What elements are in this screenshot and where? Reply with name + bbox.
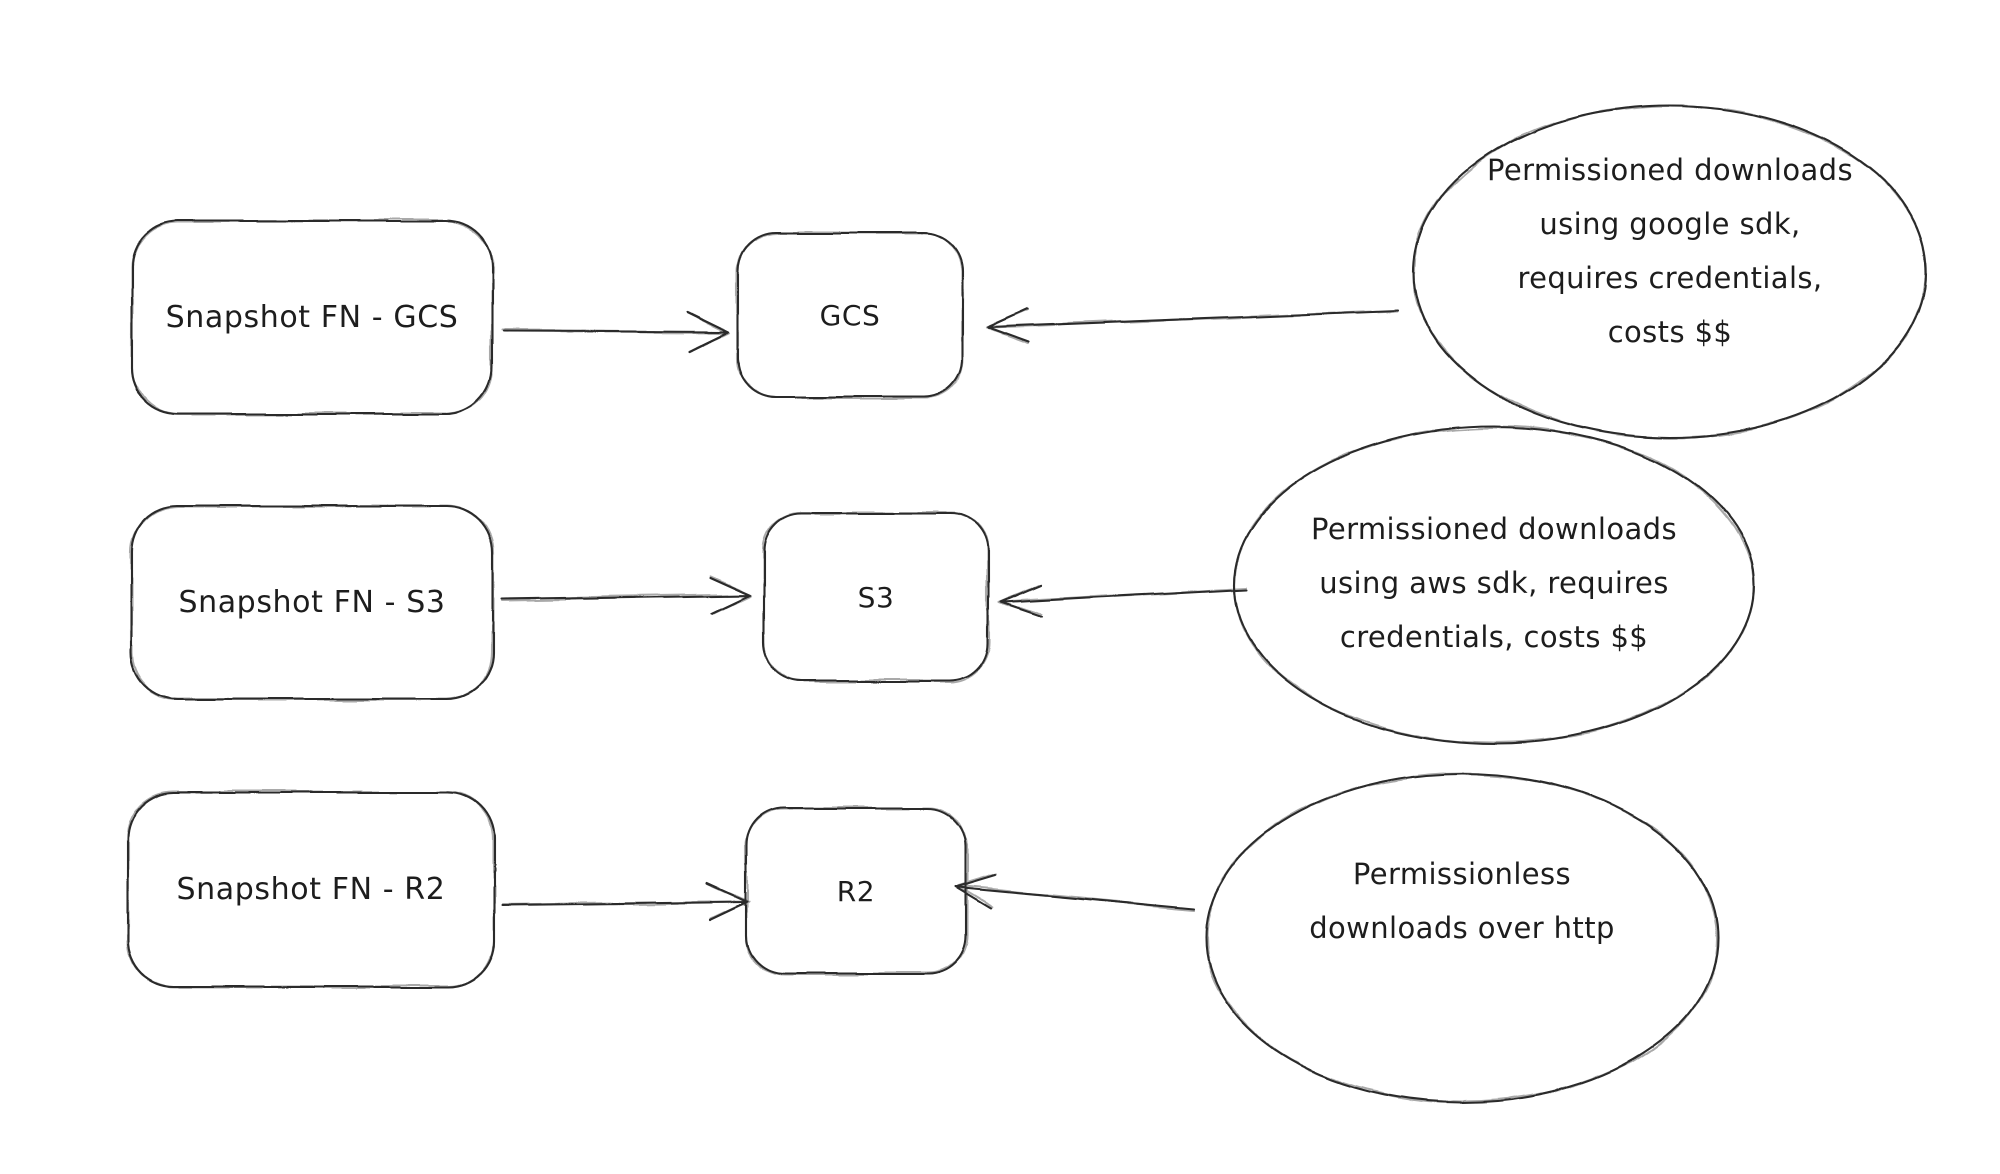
note-gcs: Permissioned downloads using google sdk,… [1420, 140, 1920, 362]
note-line: Permissioned downloads [1486, 153, 1854, 187]
note-line: using google sdk, [1539, 207, 1801, 241]
note-line: credentials, costs $$ [1339, 620, 1649, 654]
label-gcs: GCS [819, 298, 881, 332]
label-s3: S3 [857, 580, 895, 614]
note-line: downloads over http [1309, 911, 1615, 945]
label-snapshot-fn-gcs: Snapshot FN - GCS [165, 300, 459, 335]
arrow-note-r2-to-r2 [954, 873, 1196, 911]
note-line: costs $$ [1607, 315, 1733, 349]
label-r2: R2 [836, 874, 876, 908]
note-r2: Permissionless downloads over http [1212, 846, 1712, 956]
label-snapshot-fn-r2: Snapshot FN - R2 [176, 872, 446, 907]
label-snapshot-fn-s3: Snapshot FN - S3 [178, 585, 446, 620]
note-line: using aws sdk, requires [1319, 566, 1669, 600]
note-line: Permissionless [1352, 857, 1572, 891]
note-s3: Permissioned downloads using aws sdk, re… [1244, 496, 1744, 670]
note-line: Permissioned downloads [1310, 512, 1678, 546]
note-line: requires credentials, [1517, 261, 1823, 295]
